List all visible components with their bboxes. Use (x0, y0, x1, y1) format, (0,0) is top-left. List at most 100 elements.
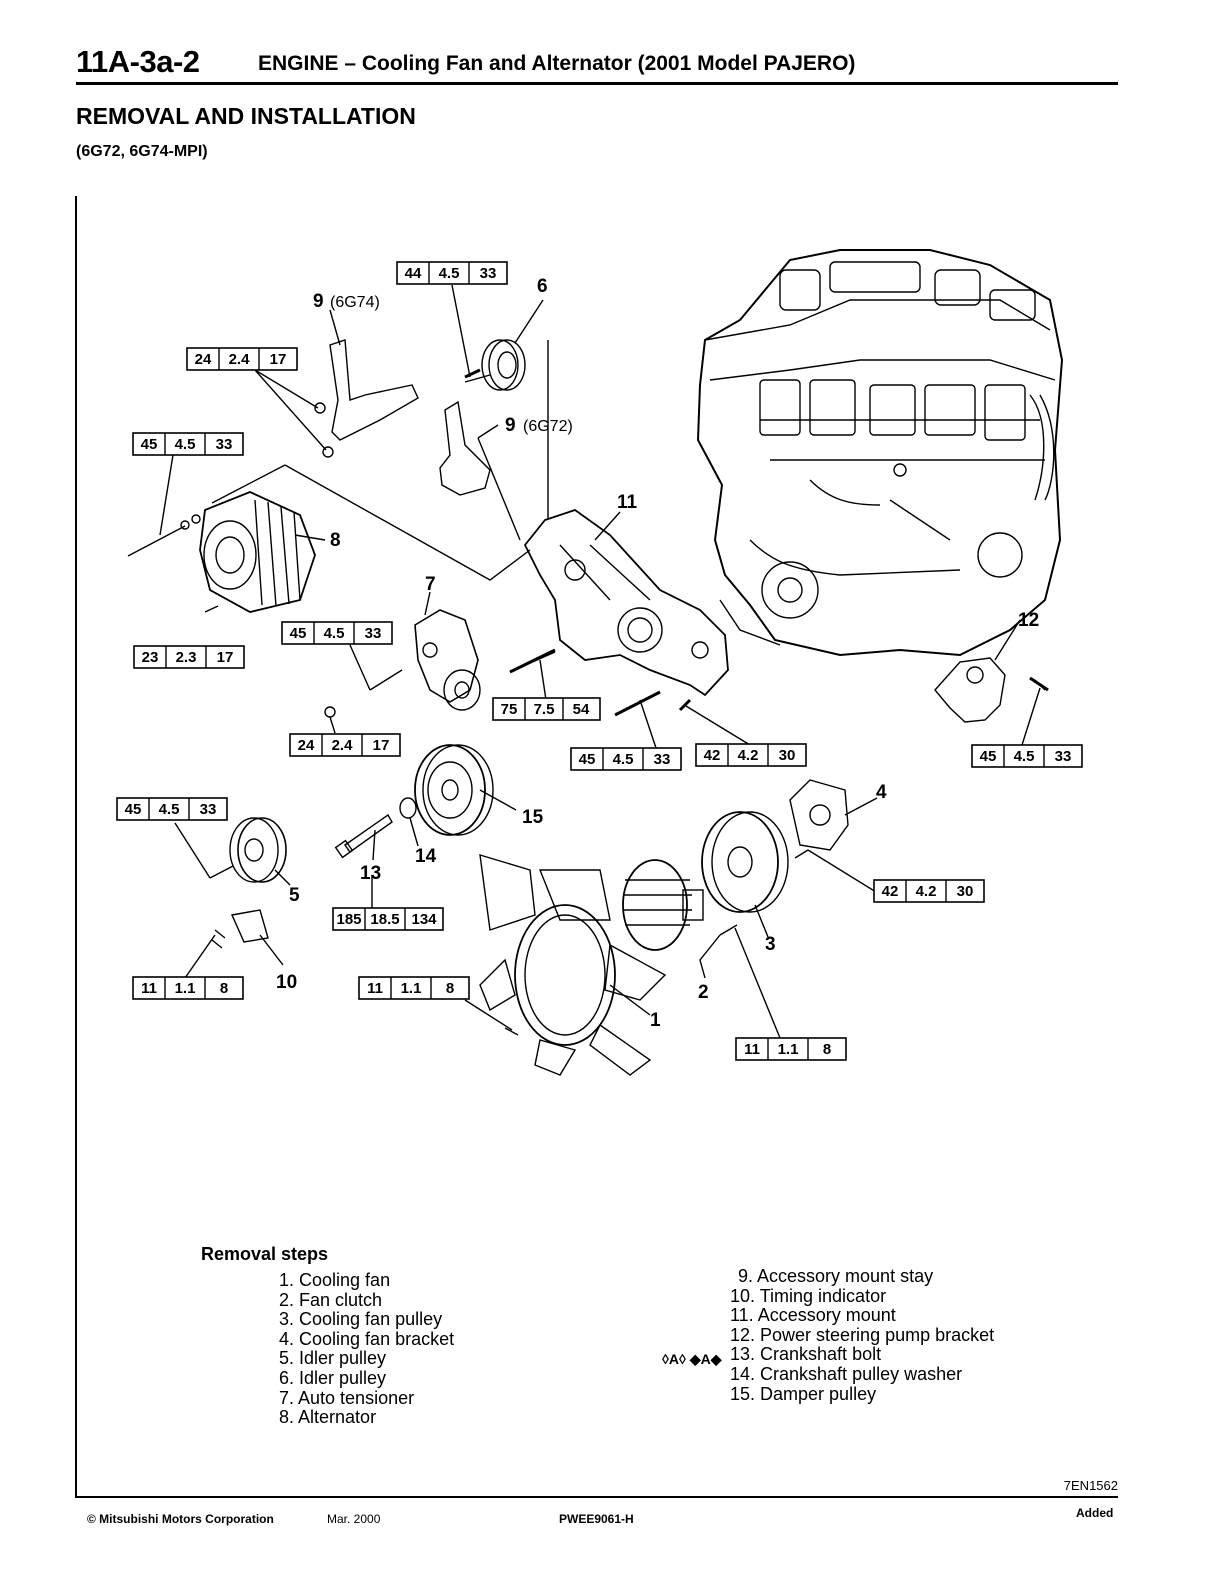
section-code: 11A-3a-2 (76, 44, 200, 79)
list-item: 3. Cooling fan pulley (279, 1309, 443, 1330)
torque-kgfm: 4.2 (916, 883, 937, 900)
accessory-mount-stay-6g74 (314, 339, 419, 458)
callout-15: 15 (522, 807, 544, 828)
callout-5: 5 (289, 885, 300, 906)
page-title: ENGINE – Cooling Fan and Alternator (200… (258, 52, 856, 75)
callout-14: 14 (415, 846, 437, 867)
torque-kgfm: 4.5 (175, 436, 196, 453)
list-item: 4. Cooling fan bracket (279, 1328, 455, 1349)
torque-nm: 11 (744, 1041, 760, 1058)
torque-nm: 42 (882, 883, 899, 900)
list-item: 13. Crankshaft bolt (730, 1344, 882, 1365)
torque-nm: 44 (405, 265, 422, 282)
torque-specs: 44 4.5 33 24 2.4 17 45 4.5 33 23 2.3 17 (116, 261, 1083, 1061)
torque-nm: 11 (367, 980, 383, 997)
torque-box: 42 4.2 30 (695, 743, 807, 767)
callout-9-6g72-number: 9 (505, 415, 516, 436)
damper-pulley (414, 744, 494, 836)
torque-ftlb: 33 (1055, 748, 1072, 765)
callout-13: 13 (360, 863, 381, 884)
torque-kgfm: 1.1 (778, 1041, 799, 1058)
torque-box: 44 4.5 33 (396, 261, 508, 285)
list-item: 11. Accessory mount (730, 1305, 896, 1326)
torque-nm: 24 (298, 737, 315, 754)
list-item: 5. Idler pulley (279, 1348, 387, 1369)
torque-kgfm: 2.4 (332, 737, 354, 754)
torque-ftlb: 8 (446, 980, 454, 997)
torque-ftlb: 30 (957, 883, 974, 900)
callout-6: 6 (537, 276, 548, 297)
torque-box: 11 1.1 8 (132, 976, 244, 1000)
torque-box: 45 4.5 33 (570, 747, 682, 771)
torque-nm: 45 (579, 751, 596, 768)
section-subtitle: (6G72, 6G74-MPI) (76, 143, 208, 160)
frame-bottom-rule (75, 1496, 1118, 1498)
callout-9-6g72-variant: (6G72) (523, 418, 573, 435)
torque-kgfm: 7.5 (534, 701, 555, 718)
torque-box: 45 4.5 33 (132, 432, 244, 456)
torque-box: 11 1.1 8 (735, 1037, 847, 1061)
power-steering-pump-bracket (934, 657, 1046, 723)
service-point-marker: ◊A◊ ◆A◆ (662, 1351, 722, 1367)
list-item: 7. Auto tensioner (279, 1387, 415, 1408)
header-rule (76, 82, 1118, 85)
torque-kgfm: 4.5 (1014, 748, 1035, 765)
torque-kgfm: 18.5 (370, 911, 399, 928)
cooling-fan-pulley (701, 811, 789, 913)
callout-12: 12 (1018, 610, 1039, 631)
idler-pulley-6 (464, 339, 526, 391)
torque-ftlb: 17 (373, 737, 390, 754)
crankshaft-bolt (334, 813, 393, 859)
torque-ftlb: 33 (654, 751, 671, 768)
torque-nm: 45 (141, 436, 158, 453)
torque-ftlb: 33 (200, 801, 217, 818)
torque-kgfm: 4.2 (738, 747, 759, 764)
section-title: REMOVAL AND INSTALLATION (76, 103, 416, 129)
list-item: 1. Cooling fan (279, 1270, 391, 1290)
timing-indicator (211, 909, 269, 949)
torque-box: 75 7.5 54 (492, 697, 601, 721)
callout-9-6g74-number: 9 (313, 291, 324, 312)
callout-3: 3 (765, 934, 776, 955)
removal-steps-right-list: 9. Accessory mount stay 10. Timing indic… (730, 1266, 995, 1404)
torque-kgfm: 4.5 (324, 625, 345, 642)
callout-11: 11 (617, 492, 638, 513)
torque-kgfm: 4.5 (439, 265, 460, 282)
crankshaft-pulley-washer (399, 797, 417, 819)
list-item: 6. Idler pulley (279, 1367, 387, 1388)
torque-box: 45 4.5 33 (281, 621, 393, 645)
torque-ftlb: 8 (823, 1041, 831, 1058)
alternator (127, 491, 316, 613)
callout-1: 1 (650, 1010, 661, 1031)
torque-kgfm: 4.5 (159, 801, 180, 818)
torque-ftlb: 134 (411, 911, 437, 928)
removal-steps-title: Removal steps (201, 1244, 329, 1264)
footer-doc-code: PWEE9061-H (559, 1512, 634, 1526)
callout-10: 10 (276, 972, 297, 993)
callout-9-6g74-variant: (6G74) (330, 294, 380, 311)
torque-ftlb: 17 (217, 649, 234, 666)
torque-ftlb: 17 (270, 351, 287, 368)
torque-nm: 42 (704, 747, 721, 764)
torque-box: 24 2.4 17 (289, 733, 401, 757)
fan-clutch (622, 859, 704, 951)
torque-box: 185 18.5 134 (332, 907, 444, 931)
list-item: 9. Accessory mount stay (738, 1266, 934, 1286)
torque-kgfm: 1.1 (401, 980, 422, 997)
accessory-mount (509, 509, 729, 697)
torque-nm: 45 (290, 625, 307, 642)
footer-date: Mar. 2000 (327, 1512, 381, 1526)
part-callouts: 9 (6G74) 6 9 (6G72) 11 8 7 12 4 15 14 13… (276, 276, 1039, 1031)
list-item: 12. Power steering pump bracket (730, 1324, 995, 1345)
callout-2: 2 (698, 982, 709, 1003)
torque-nm: 185 (336, 911, 361, 928)
torque-ftlb: 30 (779, 747, 796, 764)
list-item: 10. Timing indicator (730, 1285, 887, 1306)
cooling-fan (479, 854, 667, 1076)
footer-status: Added (1076, 1506, 1114, 1520)
torque-nm: 45 (125, 801, 142, 818)
torque-kgfm: 2.4 (229, 351, 251, 368)
list-item: 8. Alternator (279, 1407, 377, 1428)
frame-left-rule (75, 196, 77, 1496)
